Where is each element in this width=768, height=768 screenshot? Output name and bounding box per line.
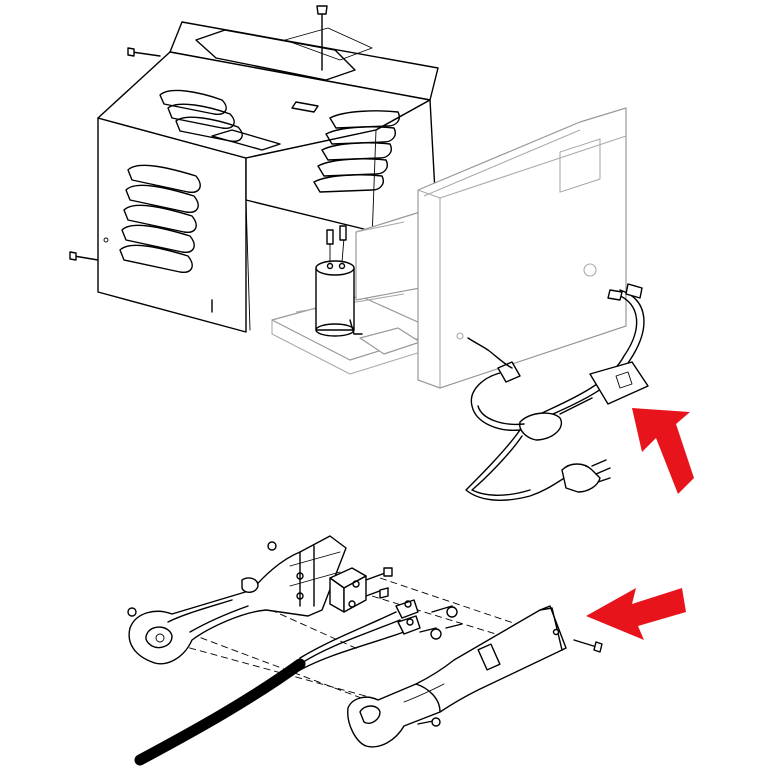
connector-terminals	[329, 567, 393, 613]
handle-back-half	[128, 535, 347, 665]
charger-cabinet-housing	[69, 5, 439, 333]
charger-front-panel	[417, 107, 627, 389]
handle-front-half	[347, 605, 567, 748]
dc-output-cord	[465, 283, 649, 501]
screw-icon	[419, 627, 442, 640]
ac-power-plug	[561, 459, 611, 493]
red-arrow-icon	[586, 588, 686, 640]
screw-icon	[417, 717, 441, 727]
screw-icon	[127, 607, 137, 617]
handle-cable	[134, 599, 421, 766]
mounting-screws	[127, 541, 603, 727]
screw-icon	[127, 47, 161, 57]
screw-icon	[69, 251, 99, 261]
screw-icon	[431, 605, 458, 618]
red-arrow-icon	[632, 408, 694, 494]
screw-icon	[267, 541, 277, 551]
screw-icon	[573, 639, 603, 653]
transformer-capacitor	[315, 211, 421, 337]
screw-icon	[445, 623, 463, 629]
